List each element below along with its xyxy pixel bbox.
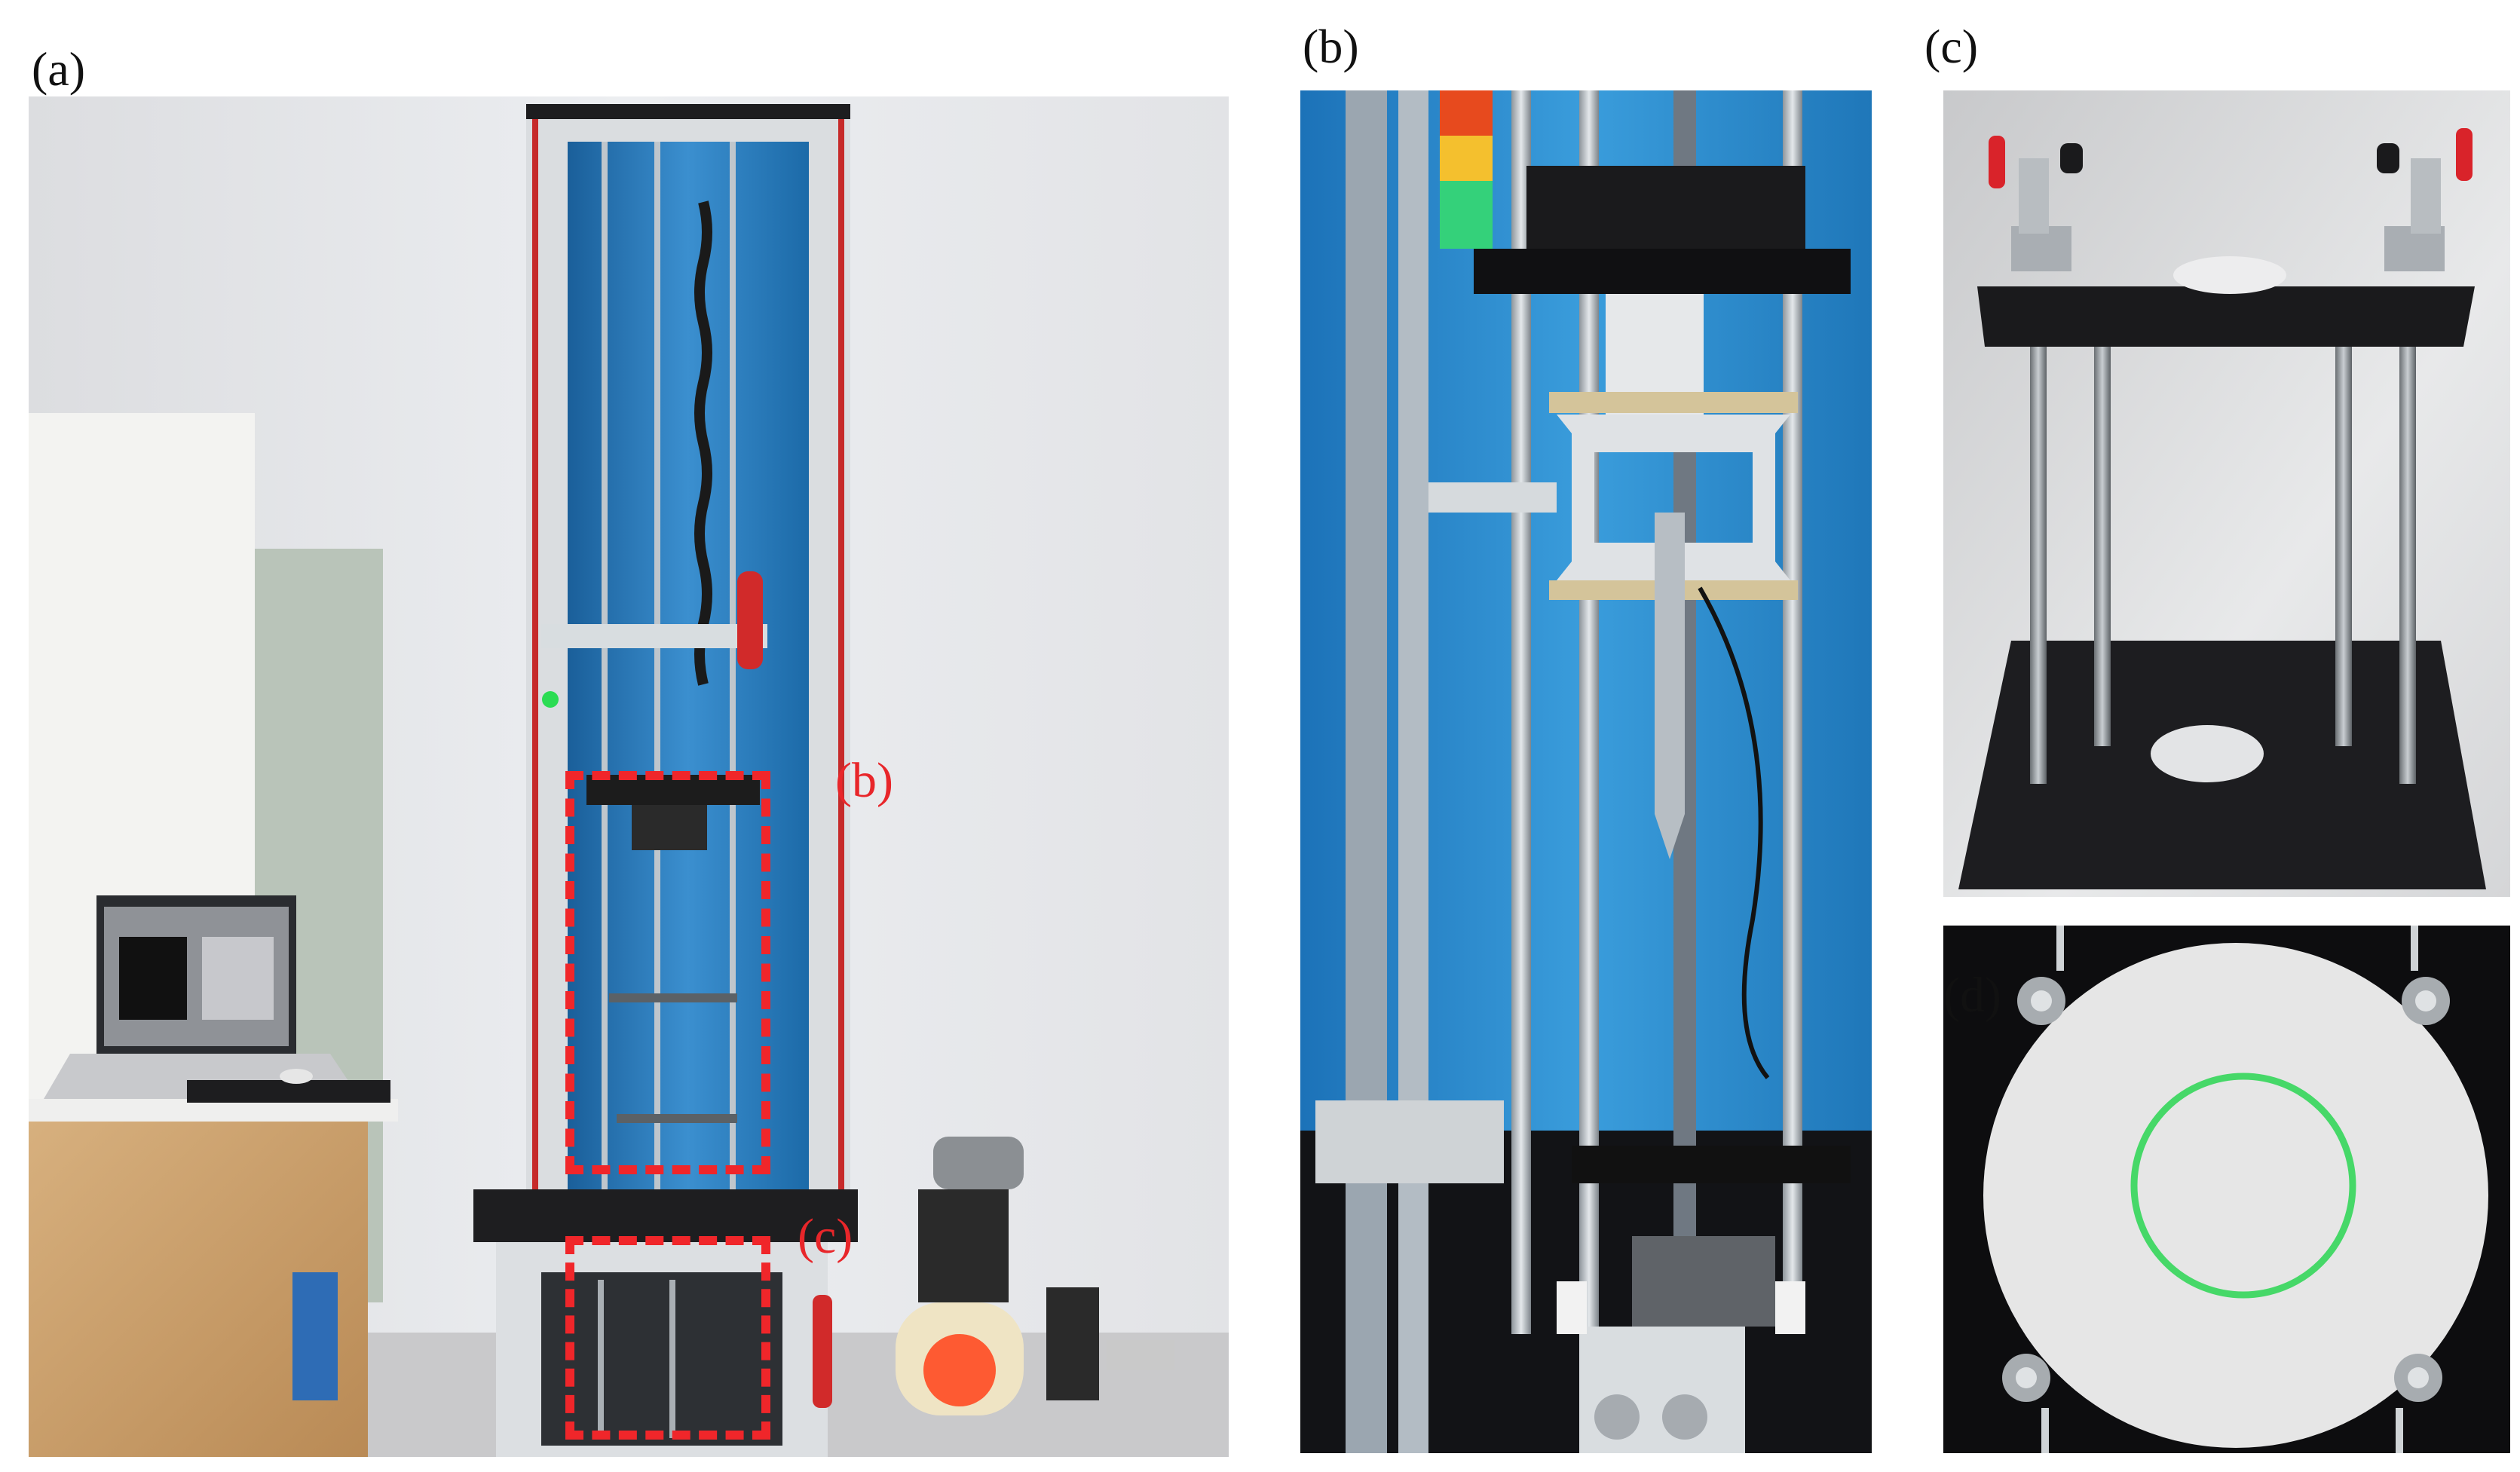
photo-panel-b xyxy=(1300,90,1872,1453)
callout-label-c: (c) xyxy=(798,1209,853,1264)
callout-label-b: (b) xyxy=(835,753,893,808)
panel-label-a: (a) xyxy=(32,42,86,96)
lab-scene-illustration xyxy=(29,96,1229,1457)
specimen-illustration xyxy=(1943,926,2510,1453)
panel-label-d: (d) xyxy=(1943,968,2001,1023)
photo-panel-d: (d) xyxy=(1943,926,2510,1453)
callout-box-c xyxy=(565,1236,770,1440)
photo-panel-c xyxy=(1943,90,2510,897)
panel-label-c: (c) xyxy=(1924,20,1979,73)
fixture-illustration xyxy=(1943,90,2510,897)
carriage-closeup-illustration xyxy=(1300,90,1872,1453)
photo-panel-a: (b) (c) xyxy=(29,96,1229,1457)
callout-box-b xyxy=(565,771,770,1174)
panel-label-b: (b) xyxy=(1303,20,1359,73)
